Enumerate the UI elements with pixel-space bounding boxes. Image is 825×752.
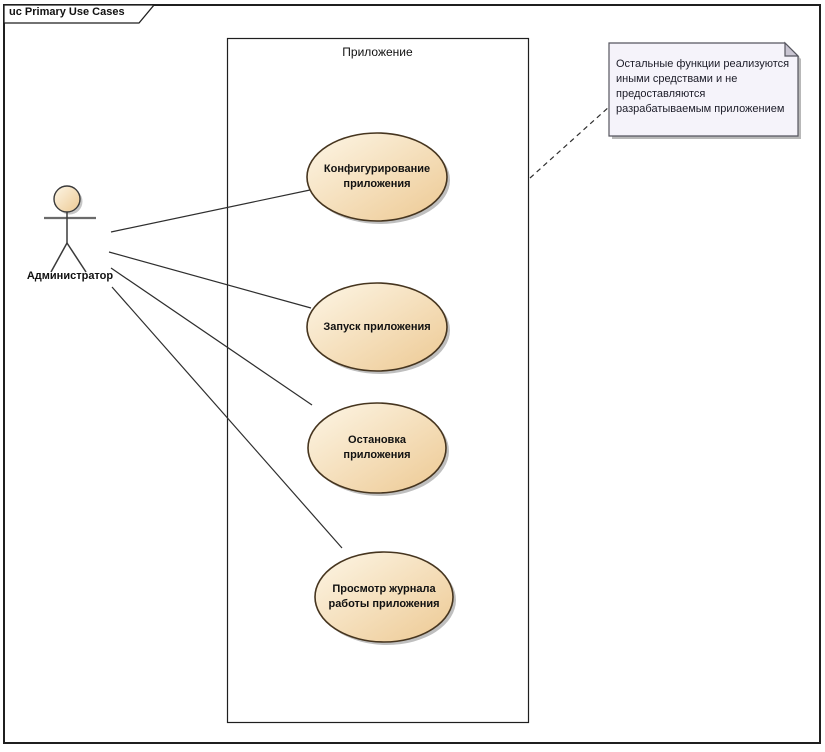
association-configure[interactable] [110,189,311,233]
system-boundary-label: Приложение [342,45,413,59]
use-case-configure-label: Конфигурирование приложения [323,163,431,190]
actor-left-leg [50,242,68,273]
association-start[interactable] [108,251,312,309]
use-case-view-log-ellipse[interactable] [314,551,454,643]
association-stop[interactable] [110,267,313,406]
use-case-view-log-label: Просмотр журнала работы приложения [328,583,440,610]
actor-figure[interactable] [44,185,96,273]
use-case-stop-label: Остановка приложения [343,434,411,461]
frame-border [3,4,821,744]
actor-head [53,185,81,213]
frame-title: uc Primary Use Cases [9,6,125,18]
frame-title-tab[interactable] [3,4,156,24]
association-view-log[interactable] [111,286,343,549]
note-text: Остальные функции реализуются иными сред… [616,58,790,115]
note-body [608,42,799,137]
note-link-connector[interactable] [529,105,611,179]
use-case-shapes [306,132,456,645]
actor-label: Администратор [26,270,114,282]
note-fold-corner-icon [784,41,800,57]
use-case-start-ellipse[interactable] [306,282,448,372]
use-case-stop-ellipse[interactable] [307,402,447,494]
use-case-configure-ellipse[interactable] [306,132,448,222]
actor-right-leg [66,242,87,273]
use-case-start-label: Запуск приложения [323,320,431,333]
association-connectors [108,189,343,549]
note-shape[interactable] [608,41,801,139]
